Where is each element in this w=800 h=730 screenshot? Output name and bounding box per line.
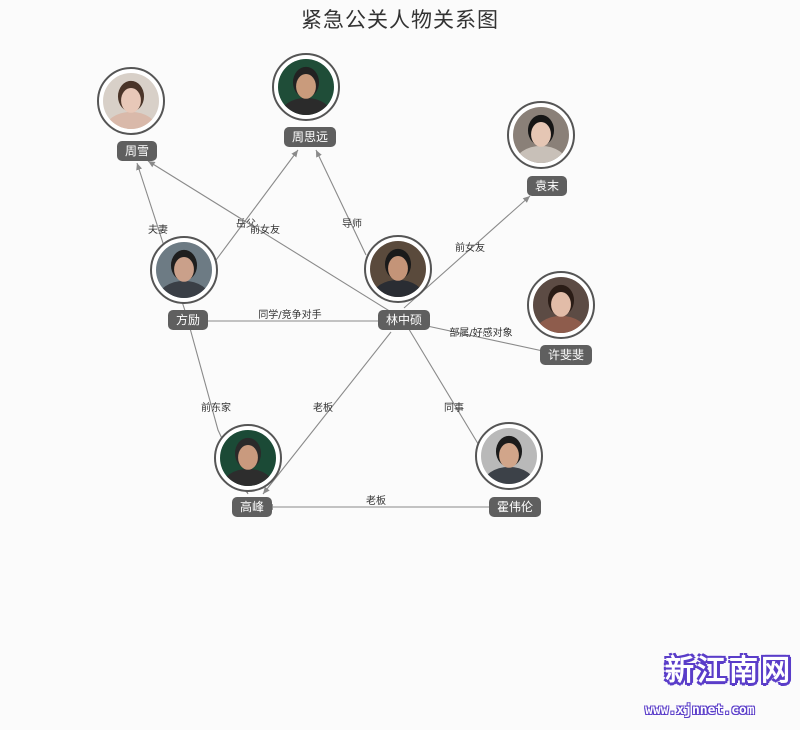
avatar-photo xyxy=(220,430,276,486)
person-node-yuanmo[interactable]: 袁末 xyxy=(507,101,575,196)
name-badge xyxy=(489,497,541,517)
edge-label: 夫妻 xyxy=(148,223,168,236)
avatar-photo xyxy=(533,277,589,333)
page-title: 紧急公关人物关系图 xyxy=(301,8,499,32)
person-node-zhousiyuan[interactable]: 周思远 xyxy=(272,53,340,147)
name-badge xyxy=(232,497,272,517)
name-badge xyxy=(117,141,157,161)
avatar-photo xyxy=(513,107,569,163)
person-name: 周思远 xyxy=(292,130,328,144)
edge-label: 前女友 xyxy=(250,223,280,236)
person-name: 林中硕 xyxy=(386,312,422,327)
person-name: 袁末 xyxy=(535,179,559,193)
person-node-zhouxue[interactable]: 周雪 xyxy=(97,67,165,161)
name-badge xyxy=(527,176,567,196)
name-badge xyxy=(378,310,430,330)
relation-edge xyxy=(147,160,405,321)
relation-edge xyxy=(403,320,567,357)
avatar-photo xyxy=(370,241,426,297)
avatar-photo xyxy=(481,428,537,484)
edge-label: 导师 xyxy=(342,217,362,230)
name-badge xyxy=(540,345,592,365)
person-node-linzhongshuo[interactable]: 林中硕 xyxy=(364,235,432,330)
edge-label: 老板 xyxy=(366,494,386,507)
person-node-huoweilun[interactable]: 霍伟伦 xyxy=(475,422,543,517)
edge-label: 同学/竞争对手 xyxy=(258,308,321,321)
person-name: 方励 xyxy=(176,312,200,327)
edge-label: 前女友 xyxy=(455,241,485,254)
watermark-url: www.xjnnet.com xyxy=(645,703,755,718)
relation-edge xyxy=(403,320,481,448)
avatar-photo xyxy=(156,242,212,298)
person-name: 许斐斐 xyxy=(548,348,584,362)
relation-edge xyxy=(315,149,367,256)
edge-label: 岳父 xyxy=(236,218,256,230)
name-badge xyxy=(168,310,208,330)
person-name: 霍伟伦 xyxy=(497,499,533,514)
relation-edge xyxy=(262,331,392,495)
edge-label: 前东家 xyxy=(201,401,231,414)
person-node-gaofeng[interactable]: 高峰 xyxy=(214,424,282,517)
person-node-fangli[interactable]: 方励 xyxy=(150,236,218,330)
person-name: 周雪 xyxy=(125,144,149,158)
edge-label: 老板 xyxy=(313,401,333,414)
watermark-logo: 新江南网 www.xjnnet.com xyxy=(645,645,795,725)
edge-label: 部属/好感对象 xyxy=(449,326,512,339)
name-badge xyxy=(284,127,336,147)
avatar-photo xyxy=(103,73,159,129)
edge-label: 同事 xyxy=(444,401,464,414)
watermark-brand: 新江南网 xyxy=(665,653,794,687)
person-name: 高峰 xyxy=(240,499,264,514)
avatar-photo xyxy=(278,59,334,115)
person-node-xuweiwei[interactable]: 许斐斐 xyxy=(527,271,595,365)
